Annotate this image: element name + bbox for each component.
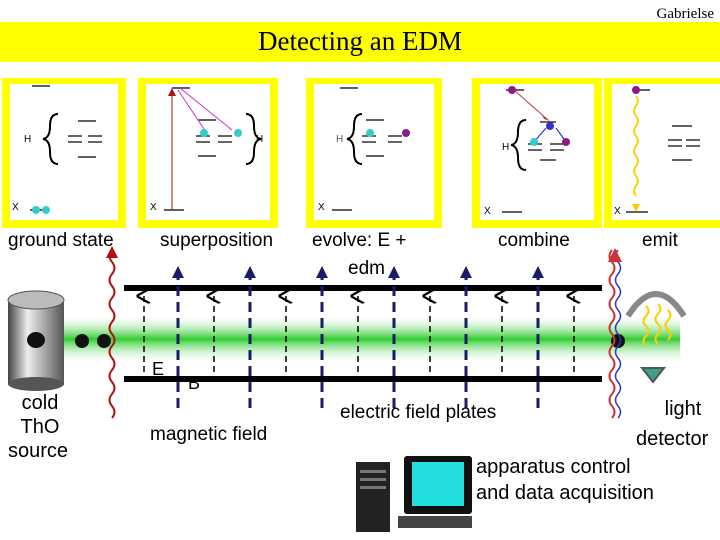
title-bar — [0, 22, 720, 62]
daq-label-line1: apparatus control — [476, 456, 631, 478]
panel-ground-state: H X — [2, 78, 126, 228]
h-label: H — [24, 134, 32, 145]
e-field-label: E — [152, 359, 165, 379]
source-label-line1: cold — [21, 392, 59, 414]
x-label: X — [12, 202, 19, 213]
laser-left — [108, 249, 116, 419]
magnetic-field-label: magnetic field — [150, 424, 268, 445]
collection-mirror — [625, 291, 687, 318]
bottom-plate — [124, 376, 602, 382]
page-title: Detecting an EDM — [258, 26, 462, 56]
panel-combine: H X — [472, 78, 602, 228]
electric-field-plates-label: electric field plates — [340, 402, 497, 423]
x-label: X — [150, 202, 157, 213]
h-label: H — [256, 134, 264, 145]
x-label: X — [614, 206, 621, 217]
stage-emit: emit — [642, 230, 678, 251]
level-diagram-evolve — [332, 87, 410, 211]
panel-evolve: H X — [306, 78, 442, 228]
x-label: X — [484, 206, 491, 217]
panel-superposition: H X — [138, 78, 278, 228]
stage-ground-state: ground state — [8, 230, 114, 251]
level-diagram-combine — [502, 86, 570, 213]
stage-superposition: superposition — [160, 230, 274, 251]
stage-evolve: evolve: E + — [312, 230, 407, 251]
computer-icon — [356, 456, 472, 532]
source-label-line2: ThO — [20, 416, 60, 438]
stage-combine: combine — [498, 230, 570, 251]
daq-label-line2: and data acquisition — [476, 482, 654, 504]
light-detector — [639, 367, 667, 384]
stage-evolve-edm: edm — [348, 258, 385, 279]
cold-tho-source — [7, 290, 65, 391]
h-label: H — [336, 134, 344, 145]
b-field-label: B — [188, 373, 201, 393]
molecular-beam — [60, 314, 680, 364]
panel-emit: X — [604, 78, 720, 228]
level-diagram-ground — [30, 85, 102, 214]
h-label: H — [502, 142, 510, 153]
light-detector-label-line2: detector — [636, 428, 709, 450]
level-diagram-superposition — [164, 87, 262, 211]
level-diagram-emit — [626, 86, 700, 213]
author-name: Gabrielse — [656, 6, 714, 22]
top-plate — [124, 285, 602, 291]
x-label: X — [318, 202, 325, 213]
source-label-line3: source — [7, 440, 69, 462]
laser-right — [608, 249, 616, 419]
light-detector-label-line1: light — [664, 398, 702, 420]
